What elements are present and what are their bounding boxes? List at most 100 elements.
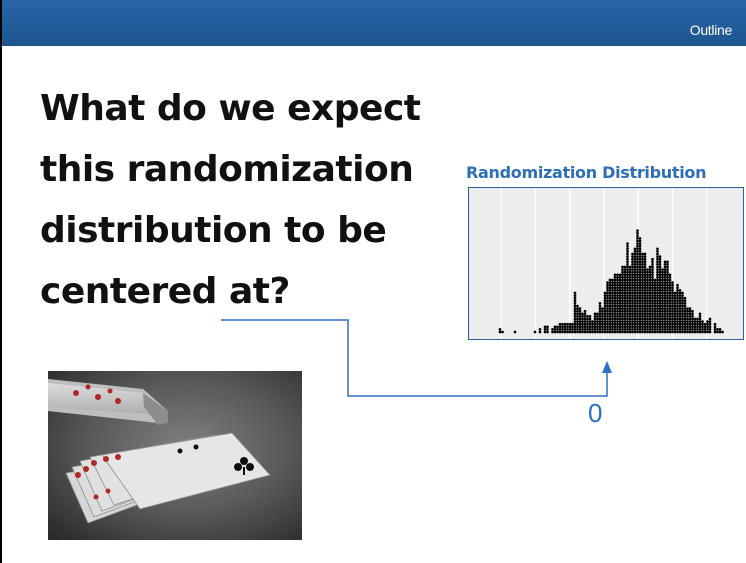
- dot: [631, 325, 634, 329]
- dot: [616, 325, 619, 329]
- dot: [653, 317, 657, 321]
- dot: [716, 330, 719, 334]
- dot: [658, 260, 662, 264]
- dot: [616, 283, 619, 287]
- dotplot-svg: [498, 188, 724, 339]
- dot: [621, 315, 624, 318]
- dot: [643, 278, 647, 282]
- dot: [623, 328, 627, 331]
- dot: [633, 312, 637, 316]
- dot: [628, 283, 632, 287]
- dot: [498, 330, 502, 334]
- dot: [608, 291, 612, 295]
- dot: [663, 328, 667, 331]
- dot: [643, 328, 647, 331]
- dot: [638, 260, 642, 264]
- dot: [638, 296, 642, 300]
- dot: [633, 291, 637, 295]
- title-line: this randomization: [40, 149, 414, 190]
- dot: [636, 320, 639, 323]
- dot: [661, 304, 664, 308]
- dot: [633, 255, 637, 258]
- dot: [708, 325, 712, 329]
- dot: [633, 302, 637, 305]
- dot: [546, 325, 549, 329]
- dot: [653, 320, 657, 323]
- dot: [633, 320, 637, 323]
- dot: [663, 330, 667, 334]
- dot: [666, 317, 669, 321]
- dot: [583, 312, 587, 316]
- dot: [636, 244, 639, 248]
- outline-link[interactable]: Outline: [689, 22, 733, 38]
- dot: [553, 325, 557, 329]
- dot: [666, 281, 669, 284]
- dot: [538, 330, 542, 334]
- chart-title: Randomization Distribution: [466, 163, 707, 182]
- dot: [688, 320, 692, 323]
- dot: [628, 302, 632, 305]
- dot: [651, 330, 654, 334]
- dot: [676, 317, 679, 321]
- dot: [661, 307, 664, 310]
- dot: [638, 278, 642, 282]
- dot: [681, 330, 684, 334]
- dot: [636, 231, 639, 235]
- dot: [636, 312, 639, 316]
- dot: [681, 315, 684, 318]
- dot: [638, 291, 642, 295]
- dot: [636, 315, 639, 318]
- dot: [621, 330, 624, 334]
- dot: [621, 322, 624, 326]
- dot: [671, 322, 674, 326]
- dot: [568, 325, 572, 329]
- dot: [646, 286, 649, 290]
- dot: [608, 304, 612, 308]
- dot: [608, 278, 612, 282]
- dot: [613, 276, 617, 279]
- dot: [641, 330, 644, 334]
- dot: [628, 315, 632, 318]
- dot: [588, 320, 592, 323]
- dot: [606, 328, 609, 331]
- dot: [651, 281, 654, 284]
- dot: [631, 265, 634, 269]
- dot: [668, 307, 672, 310]
- dot: [618, 330, 622, 334]
- dot: [623, 278, 627, 282]
- dot: [638, 299, 642, 303]
- dot: [651, 265, 654, 269]
- dot: [666, 302, 669, 305]
- dot: [626, 304, 629, 308]
- dot: [611, 283, 614, 287]
- dot: [663, 286, 667, 290]
- dot: [576, 309, 579, 313]
- dot: [656, 312, 659, 316]
- zero-label: 0: [588, 398, 603, 428]
- dot: [671, 283, 674, 287]
- dot: [688, 322, 692, 326]
- dot: [563, 322, 567, 326]
- dot: [621, 265, 624, 269]
- dot: [608, 289, 612, 292]
- dot: [641, 312, 644, 316]
- dot: [581, 322, 584, 326]
- dot: [601, 315, 604, 318]
- dot: [631, 257, 634, 261]
- dot: [681, 304, 684, 308]
- dot: [638, 317, 642, 321]
- dot: [613, 328, 617, 331]
- dot: [686, 315, 689, 318]
- dot: [666, 291, 669, 295]
- dot: [646, 302, 649, 305]
- dot: [643, 289, 647, 292]
- dot: [586, 317, 589, 321]
- dot: [606, 281, 609, 284]
- dot: [618, 296, 622, 300]
- dot: [618, 315, 622, 318]
- dot: [626, 257, 629, 261]
- dot: [656, 257, 659, 261]
- dot: [611, 278, 614, 282]
- dot: [646, 330, 649, 334]
- dot: [671, 312, 674, 316]
